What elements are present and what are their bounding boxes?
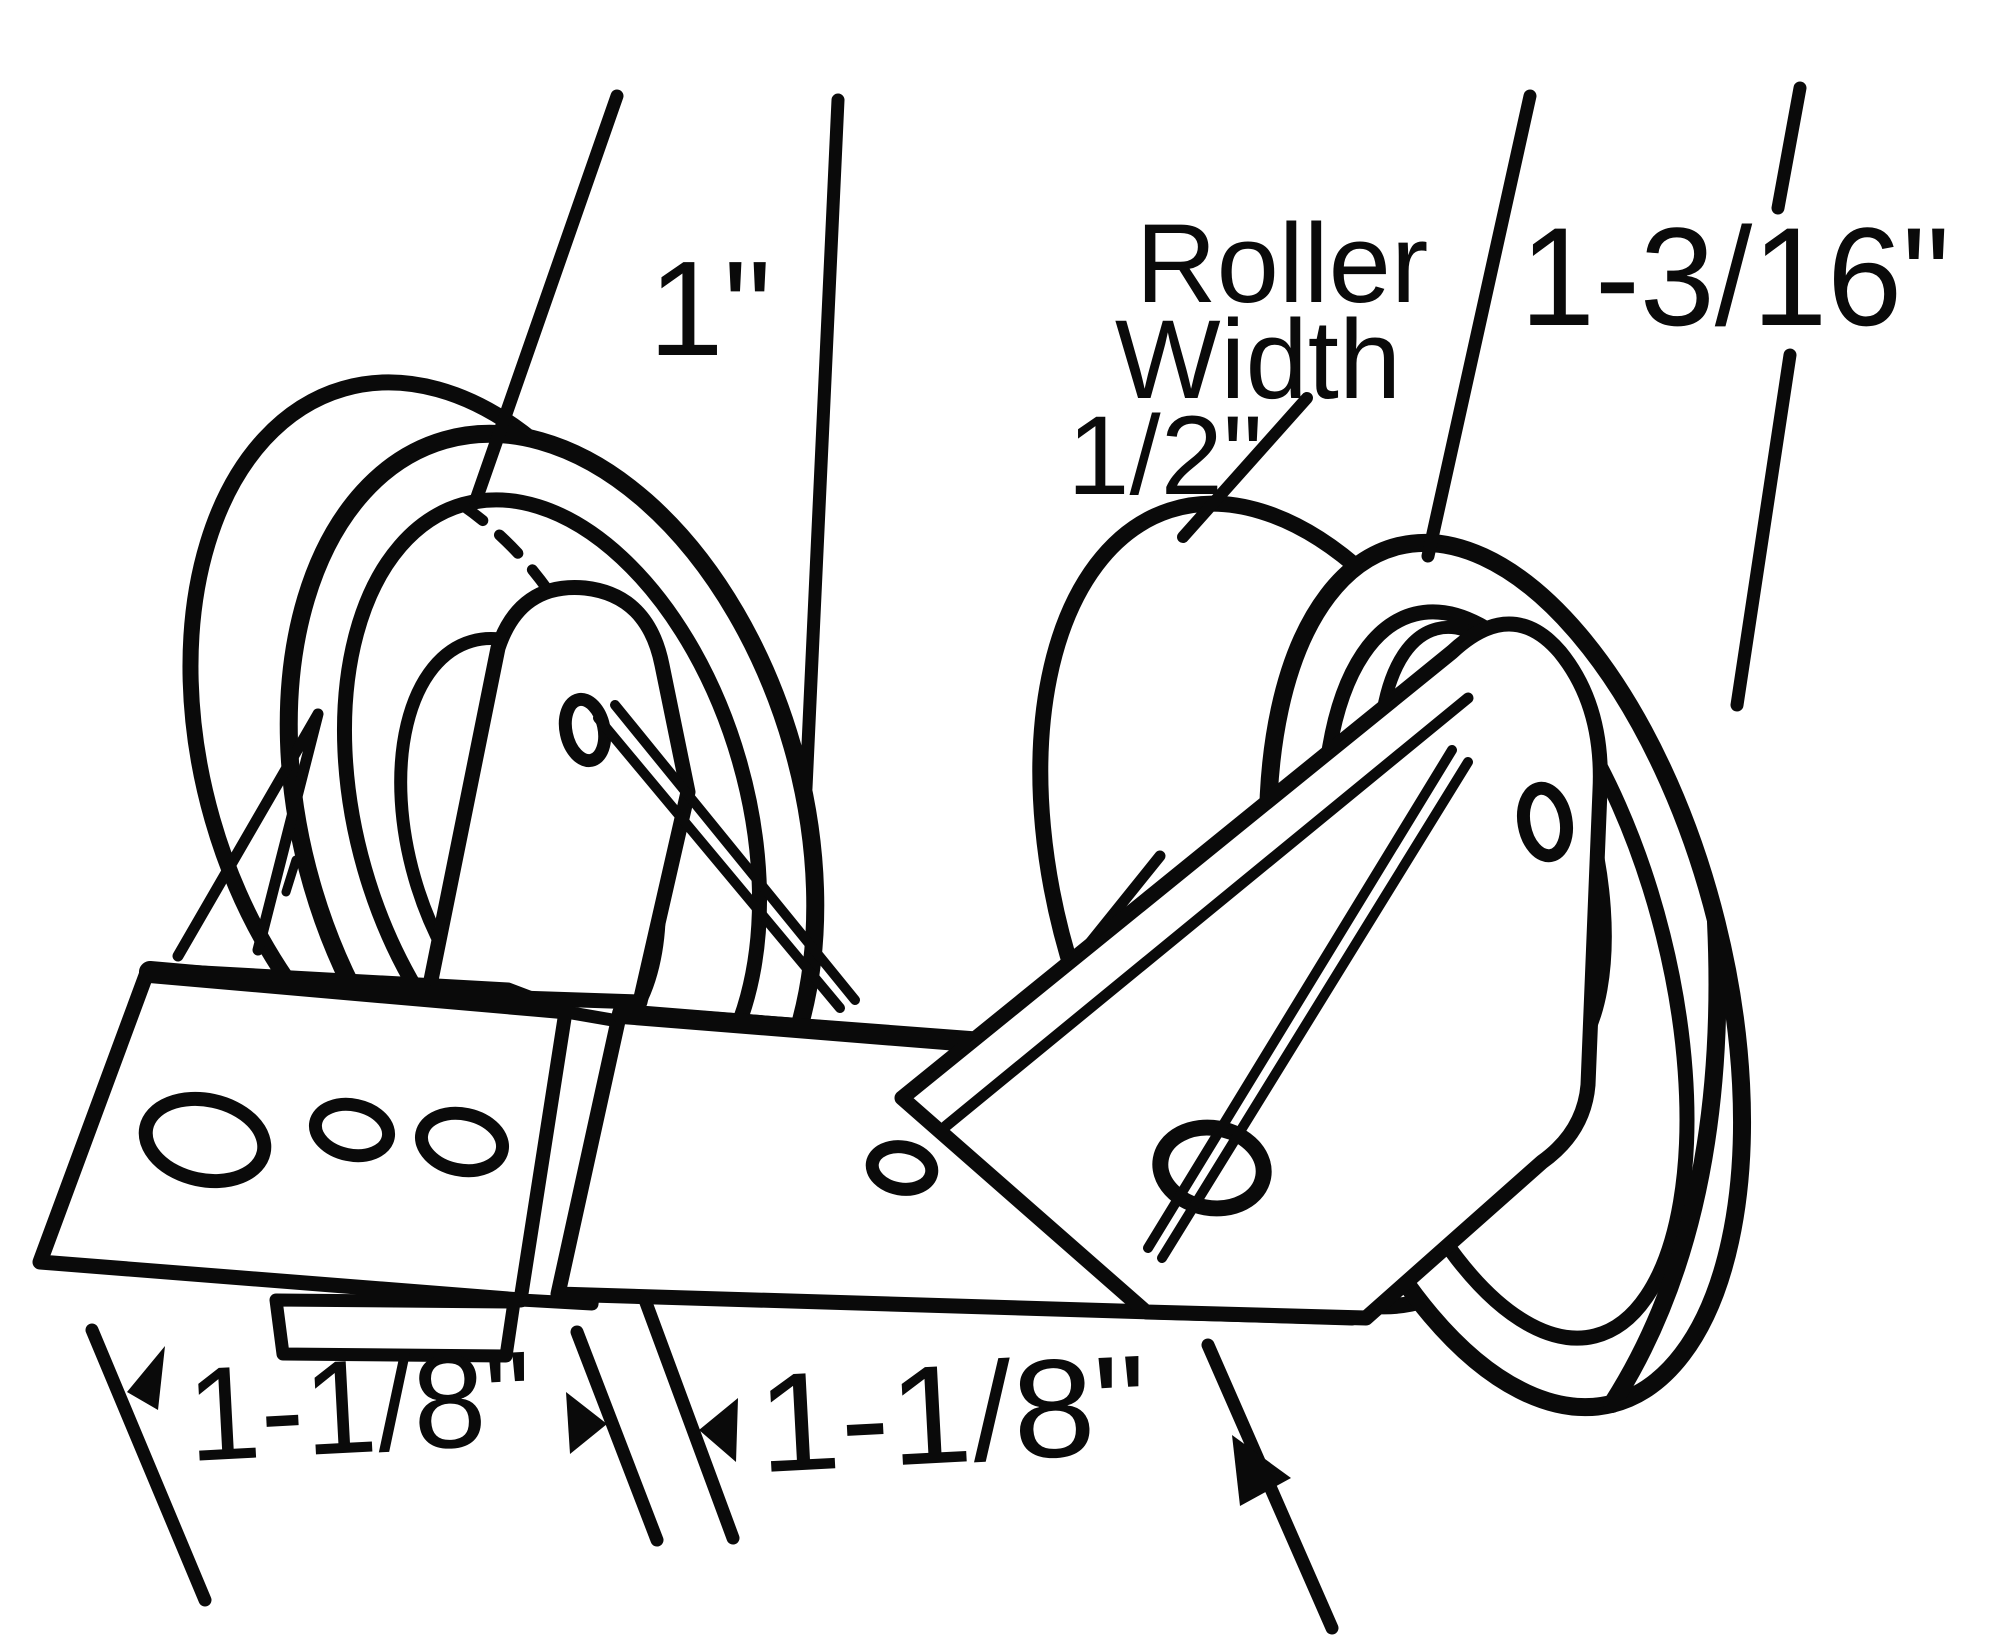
extension-line-2 [570, 1325, 664, 1547]
left-plate-hole-small-1 [308, 1097, 396, 1163]
roller-width-label-line1: Roller [1136, 201, 1429, 326]
leader-line-roller-width [1177, 392, 1313, 543]
left-plate-hole-small-2 [414, 1106, 510, 1178]
extension-line-1 [85, 1323, 212, 1607]
left-plate-bottom-tab [269, 1293, 521, 1363]
left-roller-assembly [32, 374, 860, 1363]
leader-line-left-diameter-a [470, 89, 624, 504]
right-plate-length-label: 1-1/8" [754, 1325, 1152, 1502]
extension-line-3 [638, 1293, 740, 1545]
left-fork-rear-leg [172, 708, 324, 962]
left-plate-length-label: 1-1/8" [184, 1324, 536, 1490]
dimension-arrow-left-2 [699, 1398, 738, 1462]
dimension-arrow-left-1 [127, 1346, 165, 1410]
right-plate-hole-small-1 [865, 1140, 939, 1196]
dimension-arrow-right-2 [1232, 1435, 1291, 1506]
left-wheel-diameter-label: 1" [648, 233, 771, 384]
right-axle-hole [1516, 781, 1574, 863]
dimension-arrow-right-1 [566, 1392, 607, 1454]
left-fork-bracket [420, 580, 696, 1010]
right-fork-strut [1143, 745, 1473, 1263]
left-fork-strut [593, 700, 860, 1013]
right-plate-top-edge [612, 1004, 1030, 1056]
right-roller-assembly [550, 495, 1752, 1417]
right-wheel-diameter-label: 1-3/16" [1520, 198, 1950, 355]
leader-line-right-diameter-b [1730, 81, 1807, 712]
roller-width-label-line2: Width [1115, 297, 1401, 422]
left-plate-hole-large [138, 1091, 272, 1189]
right-fork-inner-edge [940, 692, 1474, 1132]
right-wheel-front-arc [1603, 913, 1727, 1413]
left-plate-top-edge [139, 961, 573, 1019]
leader-line-right-diameter-a [1421, 89, 1537, 563]
leader-line-left-diameter-b [799, 93, 845, 795]
dimension-annotations: 1" Roller Width 1/2" 1-3/16" 1-1/8" 1-1/… [85, 81, 1950, 1635]
roller-width-value-label: 1/2" [1067, 393, 1262, 518]
